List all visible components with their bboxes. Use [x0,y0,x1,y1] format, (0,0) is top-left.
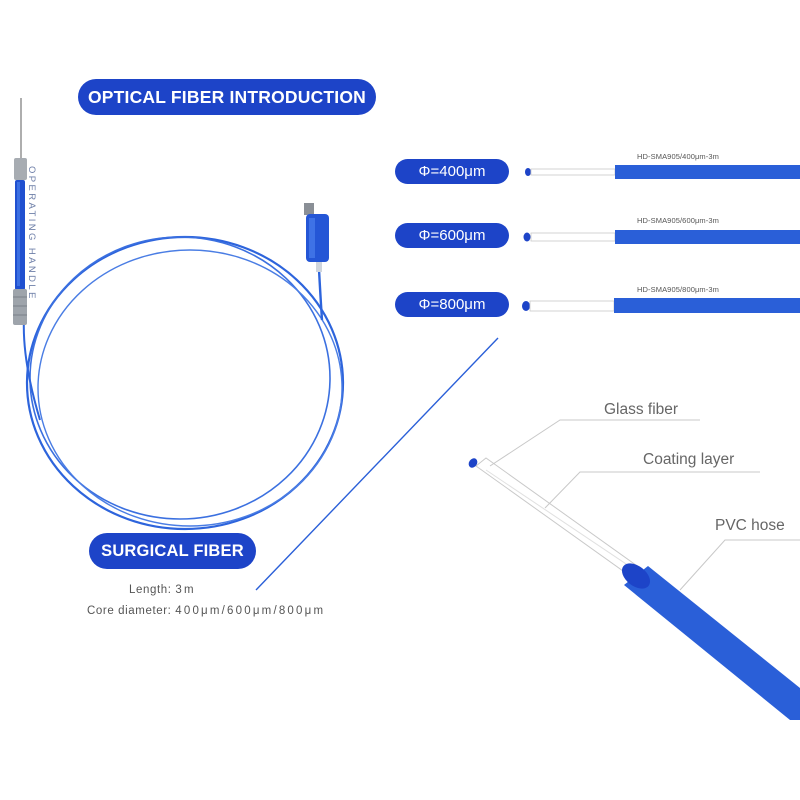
variant-800-fiber [522,298,800,313]
core-diameter-value: 400μm/600μm/800μm [175,605,326,617]
operating-handle [13,98,27,325]
sma-connector [304,203,329,272]
page-title: OPTICAL FIBER INTRODUCTION [78,79,376,115]
variant-600-fiber [523,230,800,244]
pvc-hose-label: PVC hose [715,517,785,534]
length-value: 3m [175,584,196,596]
diameter-badge-400: Φ=400μm [395,159,509,184]
surgical-fiber-title: SURGICAL FIBER [89,533,256,569]
fiber-cutaway [468,457,800,720]
core-diameter-label: Core diameter: [87,605,172,617]
pointer-line [255,337,499,591]
length-label: Length: [129,584,172,596]
diameter-badge-600: Φ=600μm [395,223,509,248]
model-label-800: HD-SMA905/800μm-3m [637,285,719,294]
variant-400-fiber [525,165,800,179]
fiber-coil [22,235,345,531]
model-label-400: HD-SMA905/400μm-3m [637,152,719,161]
callout-lines [489,419,800,591]
glass-fiber-label: Glass fiber [604,401,679,418]
length-spec: Length: 3m [129,584,196,596]
coating-layer-label: Coating layer [643,451,735,468]
operating-handle-label: OPERATING HANDLE [26,166,37,301]
model-label-600: HD-SMA905/600μm-3m [637,216,719,225]
core-diameter-spec: Core diameter: 400μm/600μm/800μm [87,605,325,617]
diameter-badge-800: Φ=800μm [395,292,509,317]
